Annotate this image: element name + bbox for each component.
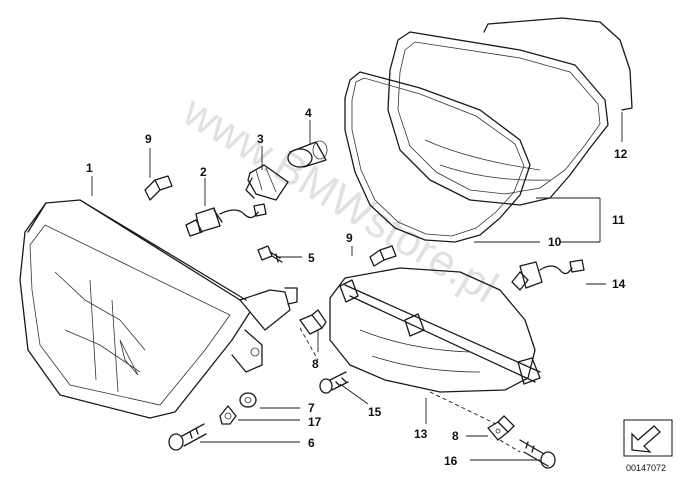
callout-7: 7 [308, 401, 315, 415]
clip-nut-8a[interactable] [299, 309, 327, 335]
lens-glass-11[interactable] [387, 31, 609, 206]
parking-bulb-9b[interactable] [369, 245, 397, 267]
watermark-text: www.BMWstore.pl [174, 86, 506, 312]
callout-17: 17 [308, 415, 322, 429]
callout-8a: 8 [312, 357, 319, 371]
callout-14: 14 [612, 277, 626, 291]
callout-4: 4 [305, 106, 312, 120]
callout-3: 3 [257, 132, 264, 146]
clip-nut-8b[interactable] [487, 415, 515, 441]
rubber-cap-4[interactable] [287, 140, 328, 168]
callout-6: 6 [308, 436, 315, 450]
arrow-icon [631, 425, 661, 453]
drawing-badge: 00147072 [623, 419, 673, 473]
lower-lamp-housing-13[interactable] [329, 267, 541, 393]
callout-12: 12 [614, 147, 628, 161]
headlight-housing[interactable] [19, 199, 298, 419]
bulb-cap-3[interactable] [245, 164, 289, 201]
callout-13: 13 [414, 427, 428, 441]
screw-6[interactable] [168, 423, 207, 451]
screw-15[interactable] [319, 371, 349, 394]
callout-15: 15 [368, 405, 382, 419]
clip-17[interactable] [219, 405, 237, 425]
bulb-socket-14[interactable] [511, 259, 585, 291]
callout-9a: 9 [145, 132, 152, 146]
screw-5[interactable] [257, 245, 283, 263]
seal-gasket-10[interactable] [344, 71, 531, 243]
callout-1: 1 [86, 161, 93, 175]
callout-8b: 8 [452, 429, 459, 443]
assembly-line-c [499, 439, 521, 453]
callout-5: 5 [308, 251, 315, 265]
washer-7[interactable] [239, 392, 257, 408]
callout-11: 11 [612, 213, 625, 227]
callout-10: 10 [548, 235, 562, 249]
drawing-number: 00147072 [626, 463, 666, 473]
leader-lines [91, 112, 623, 461]
callout-2: 2 [200, 165, 207, 179]
assembly-line-b [429, 391, 497, 425]
assembly-line-a [299, 327, 319, 361]
callout-9b: 9 [346, 231, 353, 245]
bulb-socket-2[interactable] [185, 203, 267, 237]
callout-16: 16 [444, 454, 458, 468]
parking-bulb-9a[interactable] [144, 175, 173, 201]
wire-spring-12[interactable] [483, 17, 633, 111]
screw-16[interactable] [519, 439, 556, 469]
